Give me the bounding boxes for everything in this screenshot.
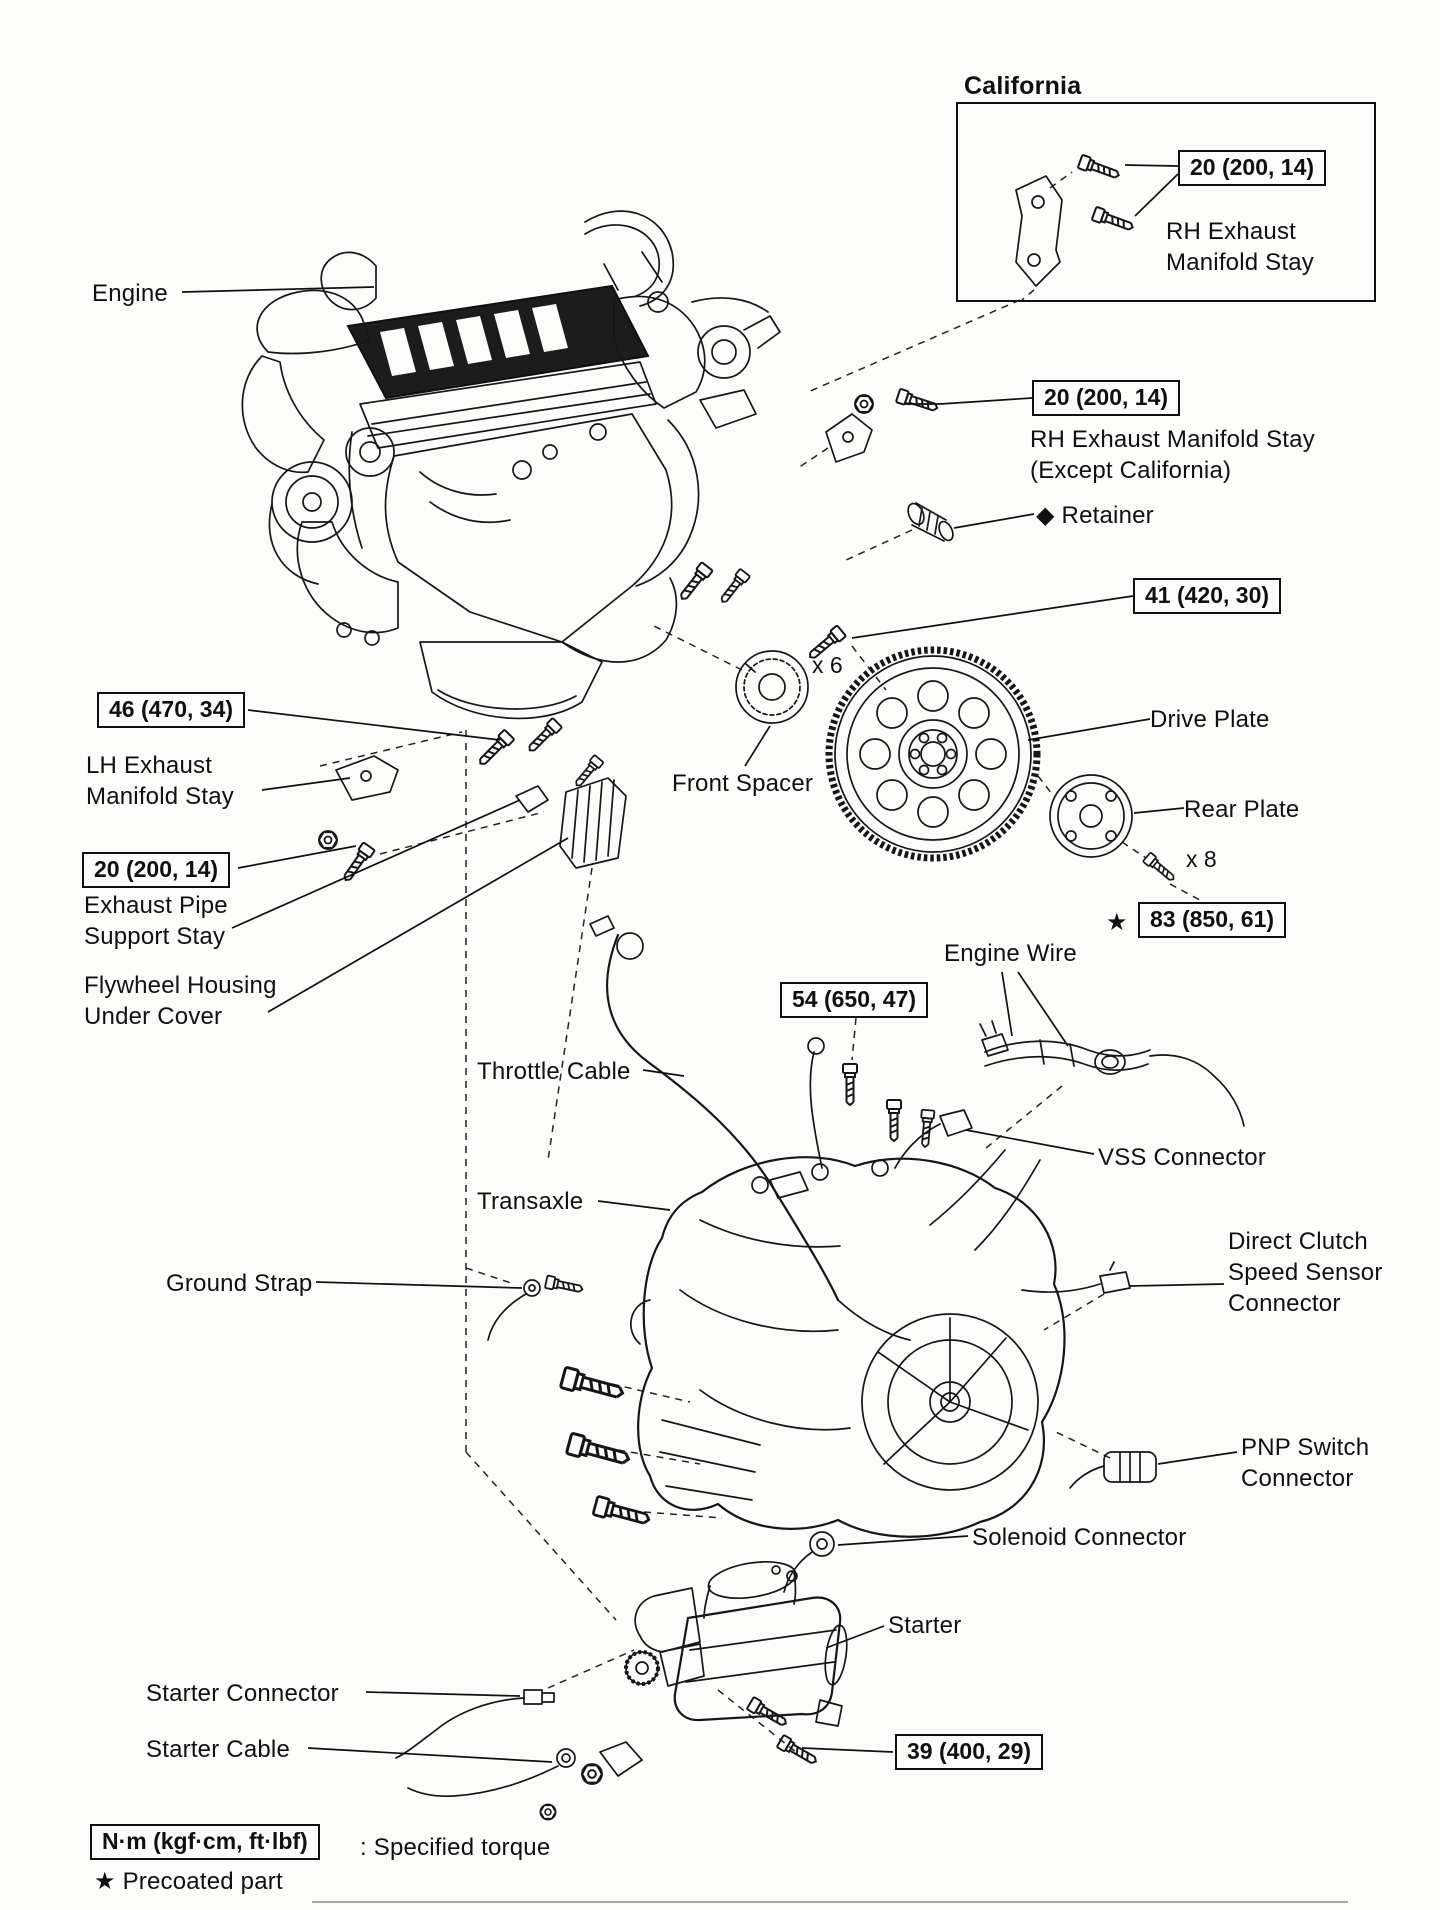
vss-connector-label: VSS Connector — [1098, 1144, 1267, 1171]
dcss-line1: Direct Clutch — [1228, 1228, 1368, 1255]
throttle-cable-illustration — [589, 915, 840, 1302]
rh-stay-label: RH Exhaust Manifold Stay (Except Califor… — [1030, 424, 1315, 486]
torque-spec-throttle: 54 (650, 47) — [780, 982, 929, 1018]
solenoid-connector-label: Solenoid Connector — [972, 1524, 1187, 1551]
precoated-legend: ★ Precoated part — [94, 1866, 283, 1897]
lh-stay-line2: Manifold Stay — [86, 783, 235, 811]
rear-plate-label: Rear Plate — [1184, 796, 1300, 823]
california-part-label: RH Exhaust Manifold Stay — [1166, 216, 1314, 278]
california-part-line2: Manifold Stay — [1166, 249, 1315, 277]
diamond-icon: ◆ — [1036, 502, 1055, 529]
dcss-line2: Speed Sensor — [1228, 1259, 1383, 1287]
drive-plate-illustration — [804, 624, 1041, 862]
vss-connector-illustration — [842, 1063, 973, 1169]
rh-stay-line2: (Except California) — [1030, 457, 1232, 485]
flywheel-cover-illustration — [559, 777, 627, 869]
california-inset-artwork — [1015, 153, 1179, 287]
engine-wire-illustration — [979, 1020, 1245, 1127]
transaxle-illustration — [558, 1037, 1066, 1538]
torque-spec-rh-stay: 20 (200, 14) — [1032, 380, 1181, 416]
dcss-line3: Connector — [1228, 1290, 1341, 1318]
california-inset-title: California — [964, 72, 1082, 100]
exhaust-stay-label: Exhaust Pipe Support Stay — [84, 890, 228, 952]
front-spacer-illustration — [735, 650, 809, 724]
torque-spec-starter: 39 (400, 29) — [895, 1734, 1044, 1770]
retainer-text: Retainer — [1061, 502, 1154, 529]
flywheel-cover-line1: Flywheel Housing — [84, 972, 277, 999]
flywheel-cover-label: Flywheel Housing Under Cover — [84, 970, 277, 1032]
engine-wire-label: Engine Wire — [944, 940, 1077, 967]
torque-spec-lh-stay: 46 (470, 34) — [97, 692, 246, 728]
torque-unit-legend-box: N·m (kgf·cm, ft·lbf) — [90, 1824, 320, 1860]
retainer-label: ◆ Retainer — [1036, 500, 1154, 531]
rh-stay-artwork — [825, 387, 941, 463]
flywheel-cover-line2: Under Cover — [84, 1003, 223, 1031]
transaxle-label: Transaxle — [477, 1188, 584, 1215]
starter-connector-label: Starter Connector — [146, 1680, 339, 1707]
precoated-legend-text: Precoated part — [122, 1868, 283, 1895]
leader-lines — [181, 286, 1238, 1763]
pnp-line1: PNP Switch — [1241, 1434, 1370, 1461]
torque-spec-rear-plate: 83 (850, 61) — [1138, 902, 1287, 938]
front-spacer-label: Front Spacer — [672, 770, 814, 797]
exhaust-stay-line1: Exhaust Pipe — [84, 892, 228, 919]
ground-strap-label: Ground Strap — [166, 1270, 313, 1297]
lh-stay-artwork — [318, 717, 605, 885]
starter-illustration — [624, 1561, 848, 1769]
rear-plate-qty: x 8 — [1186, 846, 1217, 872]
drive-plate-label: Drive Plate — [1150, 706, 1270, 733]
throttle-cable-label: Throttle Cable — [477, 1058, 631, 1085]
california-part-line1: RH Exhaust — [1166, 218, 1297, 245]
ground-strap-illustration — [487, 1274, 585, 1341]
torque-unit-legend-text: : Specified torque — [360, 1834, 551, 1861]
torque-spec-california: 20 (200, 14) — [1178, 150, 1327, 186]
lh-stay-label: LH Exhaust Manifold Stay — [86, 750, 234, 812]
torque-spec-exhaust-stay: 20 (200, 14) — [82, 852, 231, 888]
engine-label: Engine — [92, 280, 168, 307]
torque-spec-drive-plate: 41 (420, 30) — [1133, 578, 1282, 614]
dcss-connector-illustration — [1021, 1261, 1131, 1294]
dcss-connector-label: Direct Clutch Speed Sensor Connector — [1228, 1226, 1383, 1320]
precoated-star-icon: ★ — [94, 1868, 116, 1895]
rear-plate-illustration — [1049, 774, 1179, 885]
starter-label: Starter — [888, 1612, 962, 1639]
precoated-star-icon-rear: ★ — [1106, 909, 1128, 936]
rh-stay-line1: RH Exhaust Manifold Stay — [1030, 426, 1315, 453]
pnp-connector-illustration — [1069, 1451, 1157, 1489]
lh-stay-line1: LH Exhaust — [86, 752, 213, 779]
pnp-line2: Connector — [1241, 1465, 1354, 1493]
starter-cable-label: Starter Cable — [146, 1736, 290, 1763]
exhaust-stay-line2: Support Stay — [84, 923, 226, 951]
drive-plate-qty: x 6 — [812, 652, 843, 678]
pnp-connector-label: PNP Switch Connector — [1241, 1432, 1369, 1494]
retainer-artwork — [907, 502, 954, 542]
california-inset-frame — [956, 102, 1376, 302]
starter-cable-illustration — [407, 1741, 643, 1821]
assembly-dashed-lines — [319, 171, 1201, 1753]
starter-connector-illustration — [395, 1689, 555, 1759]
engine-illustration — [241, 210, 781, 720]
